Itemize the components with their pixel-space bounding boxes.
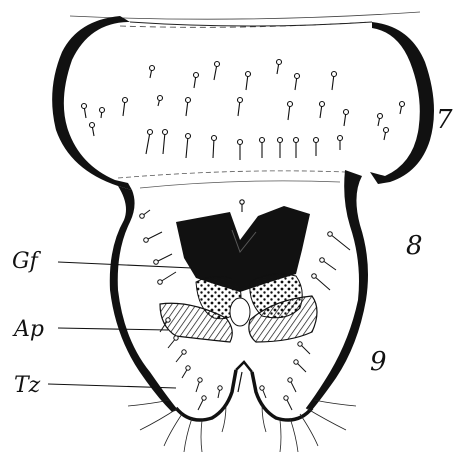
segment-7-outline [52,16,434,190]
ap-leader [58,328,168,330]
label-segment-8: 8 [406,231,423,261]
label-segment-9: 9 [370,347,387,377]
gf-leader [58,262,192,268]
label-gf: Gf [12,249,42,274]
label-ap: Ap [12,317,44,342]
marginal-hairs [128,400,356,452]
label-segment-7: 7 [436,105,453,135]
label-tz: Tz [14,373,41,398]
